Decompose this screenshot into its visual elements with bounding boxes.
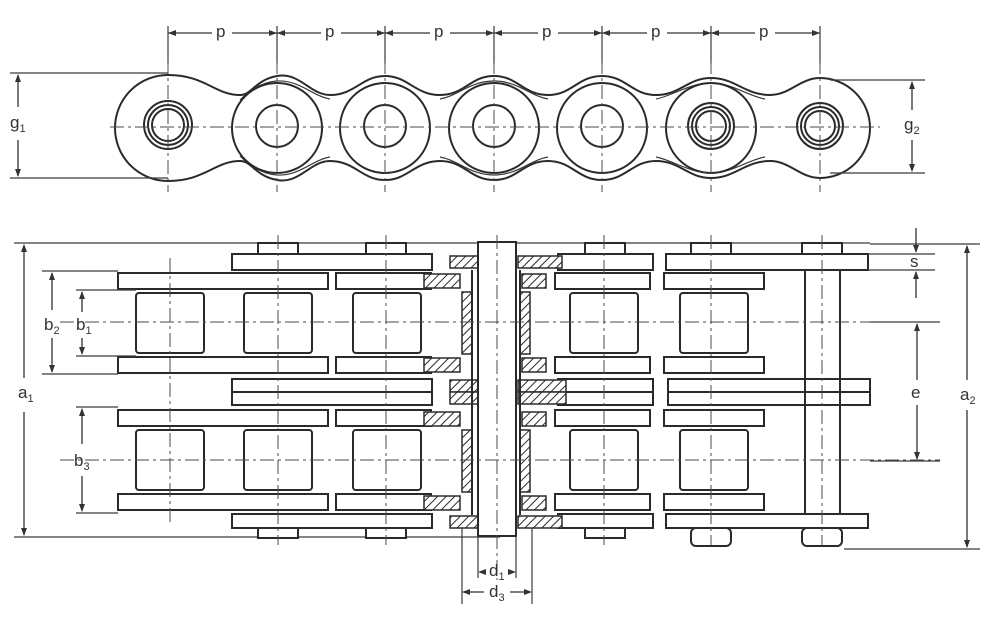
b3-dimension: b3 bbox=[74, 406, 118, 514]
pitch-dimension bbox=[167, 26, 821, 64]
side-view: a1 b2 b1 b3 bbox=[14, 228, 980, 604]
b2-dimension: b2 bbox=[42, 270, 118, 375]
svg-text:p: p bbox=[434, 22, 443, 41]
sectioned-pin-assembly bbox=[423, 241, 567, 537]
svg-text:g2: g2 bbox=[904, 115, 920, 137]
rollers-upper bbox=[135, 292, 749, 354]
inner-plates-lower bbox=[117, 409, 765, 511]
svg-text:s: s bbox=[910, 252, 919, 271]
g1-dimension: g1 bbox=[10, 72, 168, 179]
a2-dimension: a2 bbox=[844, 243, 980, 550]
connecting-pin bbox=[804, 270, 841, 514]
svg-text:b3: b3 bbox=[74, 451, 90, 473]
svg-text:p: p bbox=[325, 22, 334, 41]
svg-text:d3: d3 bbox=[489, 582, 505, 604]
svg-text:p: p bbox=[216, 22, 225, 41]
s-dimension: s bbox=[868, 228, 935, 298]
svg-text:g1: g1 bbox=[10, 113, 26, 135]
centerlines-top bbox=[110, 60, 880, 192]
svg-text:p: p bbox=[542, 22, 551, 41]
outer-plates-bottom bbox=[231, 513, 869, 547]
b1-dimension: b1 bbox=[76, 289, 136, 357]
g2-dimension: g2 bbox=[830, 79, 925, 174]
d1-dimension: d1 bbox=[477, 536, 517, 583]
centerlines-side bbox=[60, 235, 940, 580]
svg-text:b1: b1 bbox=[76, 315, 92, 337]
svg-text:d1: d1 bbox=[489, 561, 505, 583]
pitch-labels: p p p p p p bbox=[212, 22, 775, 41]
svg-text:b2: b2 bbox=[44, 315, 60, 337]
svg-text:e: e bbox=[911, 383, 920, 402]
d3-dimension: d3 bbox=[461, 528, 533, 604]
svg-text:a1: a1 bbox=[18, 383, 34, 405]
svg-text:p: p bbox=[651, 22, 660, 41]
a1-dimension: a1 bbox=[18, 244, 34, 536]
e-dimension: e bbox=[870, 321, 940, 462]
svg-text:a2: a2 bbox=[960, 385, 976, 407]
svg-text:p: p bbox=[759, 22, 768, 41]
middle-plates bbox=[231, 378, 871, 406]
top-view: g1 g2 p p p p p p bbox=[10, 22, 925, 192]
